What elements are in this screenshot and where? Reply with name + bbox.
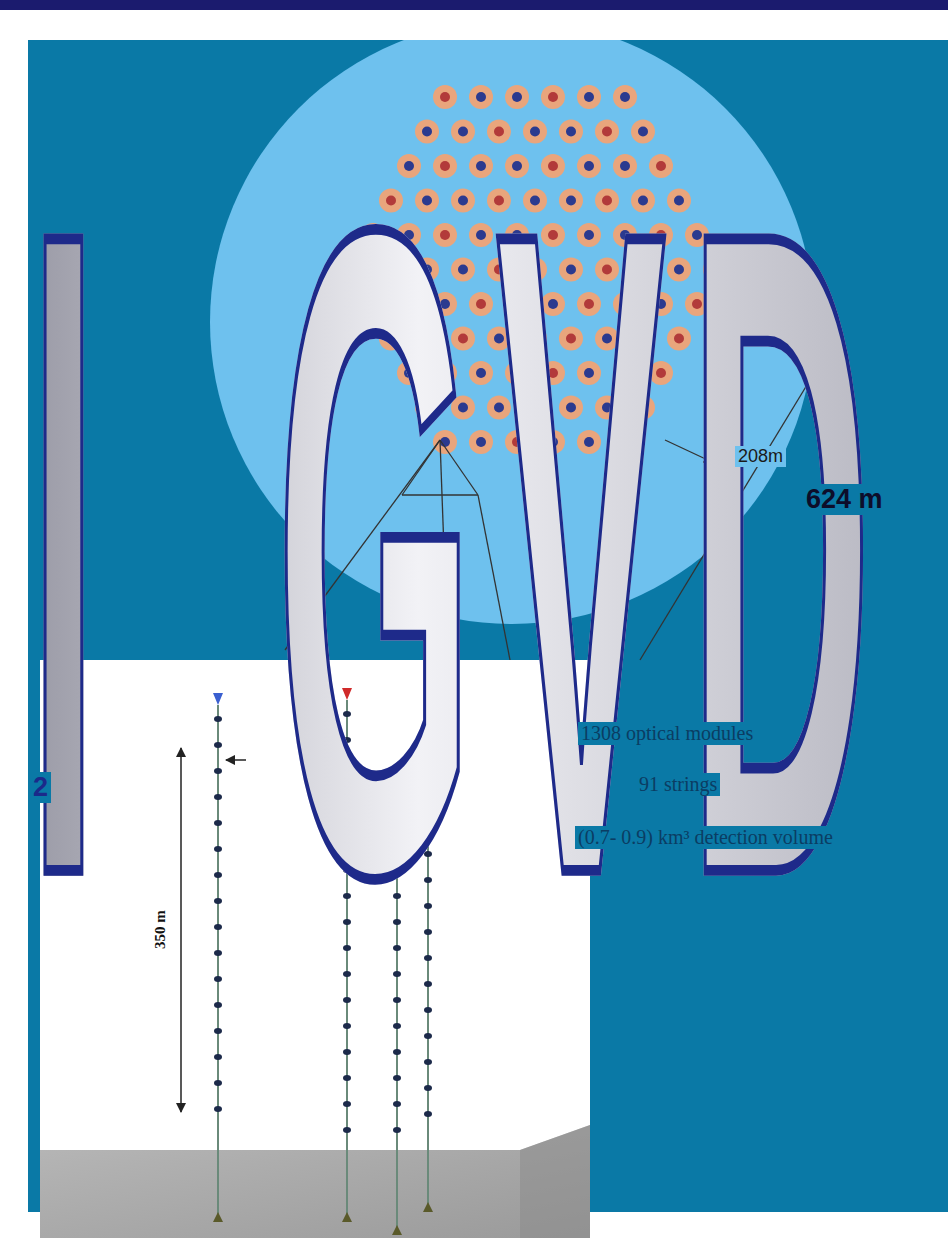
- spacing-label: 208m: [735, 446, 786, 467]
- partial-label: 2: [30, 772, 51, 803]
- string-count: 91 strings: [636, 773, 720, 796]
- title-letters: I GVD: [28, 93, 894, 1011]
- volume-label: (0.7- 0.9) km³ detection volume: [575, 826, 836, 849]
- module-count: 1308 optical modules: [578, 722, 756, 745]
- height-label: 350 m: [151, 908, 168, 953]
- top-bar: [0, 0, 948, 10]
- lake-bed: [40, 1125, 590, 1238]
- diameter-label: 624 m: [803, 484, 886, 515]
